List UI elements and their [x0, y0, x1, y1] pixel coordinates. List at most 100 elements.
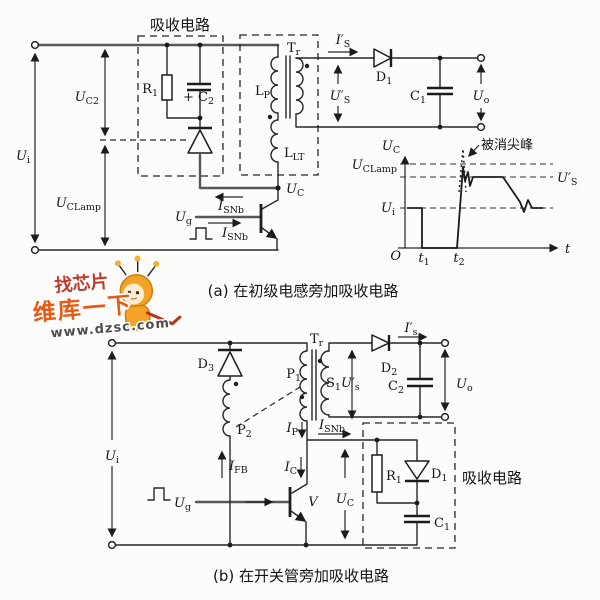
polarity-dot-lp — [267, 114, 273, 120]
clipped-spike-dotted — [458, 148, 467, 193]
waveform-y-label: UC — [382, 139, 400, 156]
winding-s1 — [320, 350, 330, 416]
polarity-dot-s1 — [317, 358, 323, 364]
label-uo-a: Uo — [473, 89, 490, 106]
label-llt: LLT — [284, 146, 305, 163]
node-dots-b — [227, 340, 423, 548]
label-tr-b: Tr — [310, 332, 324, 349]
label-v: V — [308, 495, 319, 510]
label-d2: D2 — [381, 361, 397, 378]
label-d1-b: D1 — [431, 467, 447, 484]
gate-pulse-b — [147, 487, 171, 501]
label-ug-b: Ug — [174, 496, 191, 513]
winding-lp — [270, 56, 279, 114]
label-ug-a: Ug — [175, 210, 192, 227]
clipped-spike-annotation: 被消尖峰 — [481, 138, 533, 153]
transformer-tr-a — [267, 55, 310, 163]
label-ifb: IFB — [228, 459, 248, 476]
capacitor-c1-b — [404, 514, 430, 524]
label-c1-b: C1 — [434, 516, 450, 533]
label-r1-b: R1 — [386, 469, 402, 486]
clamp-diode-a — [187, 126, 213, 154]
diode-d3 — [217, 348, 243, 377]
winding-p2 — [222, 379, 231, 437]
transformer-core-a — [285, 55, 291, 119]
winding-llt — [270, 119, 279, 163]
transformer-tr-b — [299, 349, 330, 422]
transformer-core-b — [311, 349, 317, 421]
snubber-box-label-a: 吸收电路 — [150, 16, 210, 34]
label-isnb-upper: ISNb — [217, 199, 244, 216]
snubber-box-label-b: 吸收电路 — [462, 469, 522, 487]
measure-arrows-b — [107, 332, 450, 540]
terminals-a — [30, 40, 486, 255]
terminals-b — [107, 338, 450, 550]
label-isnb-b: ISNb — [318, 418, 345, 435]
label-uc-b: UC — [336, 492, 354, 509]
waveform-t1-label: t1 — [418, 251, 429, 268]
label-r1-a: R1 — [142, 82, 158, 99]
label-is-b: I′s — [404, 321, 418, 338]
panel-a-thick-wires — [33, 43, 280, 219]
label-ui-b: Ui — [105, 449, 119, 466]
label-isnb-lower: ISNb — [221, 226, 248, 243]
annotation-arrow — [468, 144, 480, 157]
diode-d2 — [371, 334, 391, 352]
gate-pulse-a — [189, 227, 213, 240]
panel-b-wires — [111, 342, 442, 546]
label-us-a: U′S — [330, 89, 350, 106]
winding-secondary-a — [295, 57, 304, 115]
measure-arrows-a — [30, 47, 486, 247]
label-s1us: S1U′s — [326, 376, 360, 393]
waveform-plot: UC UCLamp U′S Ui O t1 t2 t 被消尖峰 — [352, 138, 578, 268]
diode-d1-a — [373, 48, 393, 68]
polarity-dot-secondary-a — [304, 63, 310, 69]
diode-d1-b — [404, 460, 430, 483]
node-dots-a — [164, 42, 443, 191]
label-ic: IC — [284, 460, 297, 477]
capacitor-c2-b — [407, 377, 433, 388]
panel-b: D3 P2 P1 Tr S1U′s D2 C2 Uo I′s IP ISNb I… — [105, 321, 522, 585]
transformer-box-a — [239, 34, 319, 176]
label-uc-a: UC — [286, 182, 304, 199]
label-ip: IP — [285, 421, 298, 438]
waveform-ui-label: Ui — [381, 201, 395, 218]
watermark-badge-text: 找芯片 — [54, 270, 110, 297]
caption-a: (a) 在初级电感旁加吸收电路 — [208, 282, 399, 300]
waveform-t-label: t — [565, 242, 571, 257]
polarity-dot-p1 — [299, 394, 305, 400]
waveform-us-label: U′S — [557, 171, 577, 188]
label-p1: P1 — [286, 367, 301, 384]
waveform-uclamp-label: UCLamp — [352, 158, 397, 175]
resistor-r1-a — [161, 74, 173, 101]
resistor-r1-b — [371, 454, 383, 493]
label-d3: D3 — [198, 357, 214, 374]
winding-p1 — [299, 350, 308, 422]
label-ui-a: Ui — [16, 149, 30, 166]
waveform-origin-label: O — [390, 249, 401, 264]
panel-a: 吸收电路 R1 + C2 UC2 Ui UCLamp Tr LP LLT I′S… — [16, 16, 577, 300]
label-uo-b: Uo — [456, 377, 473, 394]
caption-b: (b) 在开关管旁加吸收电路 — [213, 567, 389, 585]
snubber-box-a — [137, 35, 224, 177]
label-p2: P2 — [237, 423, 252, 440]
label-d1-a: D1 — [376, 70, 392, 87]
watermark-mascot-icon — [114, 255, 182, 331]
capacitor-c1-a — [427, 86, 453, 96]
polarity-dot-p2 — [233, 381, 239, 387]
label-lp: LP — [255, 84, 271, 101]
transistor-a-emitter — [261, 227, 278, 239]
label-uclamp: UCLamp — [56, 196, 101, 213]
uc-waveform-trace — [407, 166, 543, 249]
label-is-a: I′S — [335, 33, 351, 50]
capacitor-c2-a — [187, 82, 211, 92]
label-c1-a: C1 — [410, 89, 426, 106]
label-uc2: UC2 — [75, 90, 99, 107]
label-tr-a: Tr — [287, 41, 301, 58]
transistor-b-emitter — [290, 510, 307, 522]
label-c2-a: + C2 — [183, 90, 214, 107]
waveform-t2-label: t2 — [453, 251, 464, 268]
coupling-dashed-line — [235, 386, 301, 428]
watermark-logo: 找芯片 维库一下 www.dzsc.com — [30, 255, 182, 343]
